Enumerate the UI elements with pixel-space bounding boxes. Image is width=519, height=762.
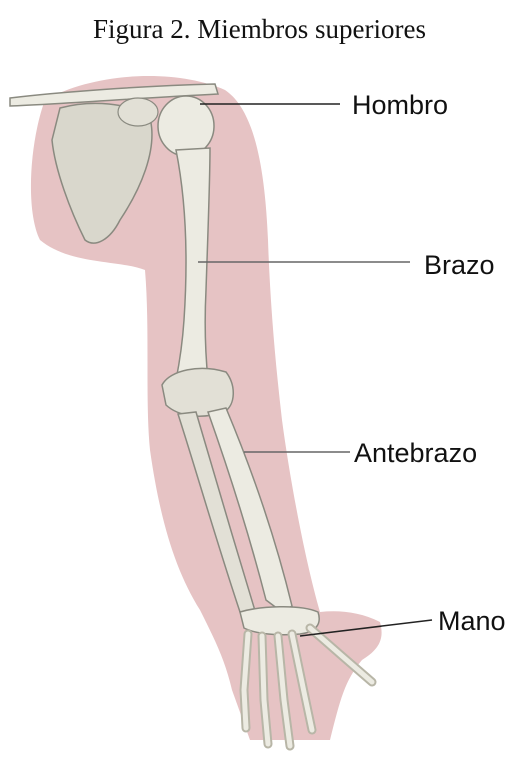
humeral-head	[158, 96, 214, 156]
label-arm: Brazo	[424, 250, 495, 280]
label-hand: Mano	[438, 606, 506, 636]
label-forearm: Antebrazo	[354, 438, 477, 468]
acromion	[118, 98, 158, 126]
label-shoulder: Hombro	[352, 90, 448, 120]
